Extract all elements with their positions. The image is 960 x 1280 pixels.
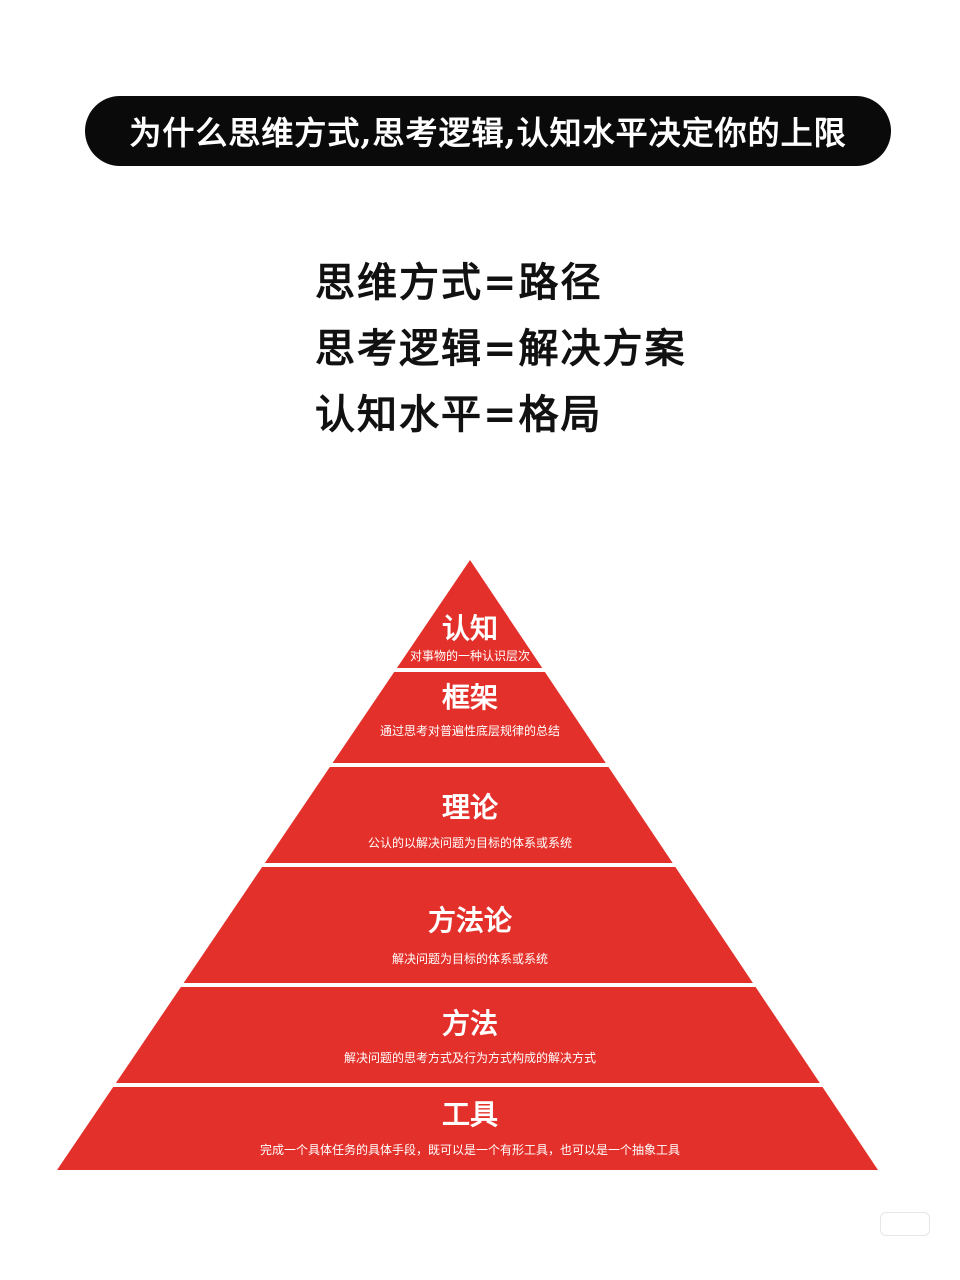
- pyramid-level-title: 方法: [442, 1007, 498, 1040]
- equation-cognition-level: 认知水平=格局: [315, 391, 603, 438]
- title-banner: 为什么思维方式,思考逻辑,认知水平决定你的上限: [85, 96, 891, 166]
- pyramid-level-title: 工具: [442, 1098, 498, 1131]
- pyramid-level-5: [115, 987, 820, 1083]
- equation-thinking-mode: 思维方式=路径: [315, 259, 603, 306]
- pyramid-level-6: [57, 1087, 878, 1170]
- pyramid-level-description: 解决问题为目标的体系或系统: [392, 951, 548, 966]
- pyramid-level-title: 认知: [442, 612, 498, 645]
- pyramid-level-description: 对事物的一种认识层次: [410, 648, 530, 663]
- pyramid-level-4: [183, 867, 753, 983]
- pyramid-level-description: 解决问题的思考方式及行为方式构成的解决方式: [344, 1050, 596, 1065]
- pyramid-level-description: 完成一个具体任务的具体手段，既可以是一个有形工具，也可以是一个抽象工具: [260, 1142, 680, 1157]
- pyramid-level-1: [396, 560, 543, 668]
- page-title: 为什么思维方式,思考逻辑,认知水平决定你的上限: [129, 114, 847, 152]
- pyramid-level-2: [332, 672, 606, 763]
- watermark: [880, 1212, 930, 1236]
- pyramid-level-description: 通过思考对普遍性底层规律的总结: [380, 723, 560, 738]
- pyramid-level-title: 框架: [442, 681, 498, 714]
- equation-list: 思维方式=路径 思考逻辑=解决方案 认知水平=格局: [315, 250, 735, 448]
- pyramid-level-description: 公认的以解决问题为目标的体系或系统: [368, 835, 572, 850]
- pyramid-level-title: 理论: [442, 791, 499, 824]
- pyramid-level-title: 方法论: [428, 904, 513, 937]
- pyramid-level-3: [264, 767, 673, 863]
- equation-thinking-logic: 思考逻辑=解决方案: [315, 325, 687, 372]
